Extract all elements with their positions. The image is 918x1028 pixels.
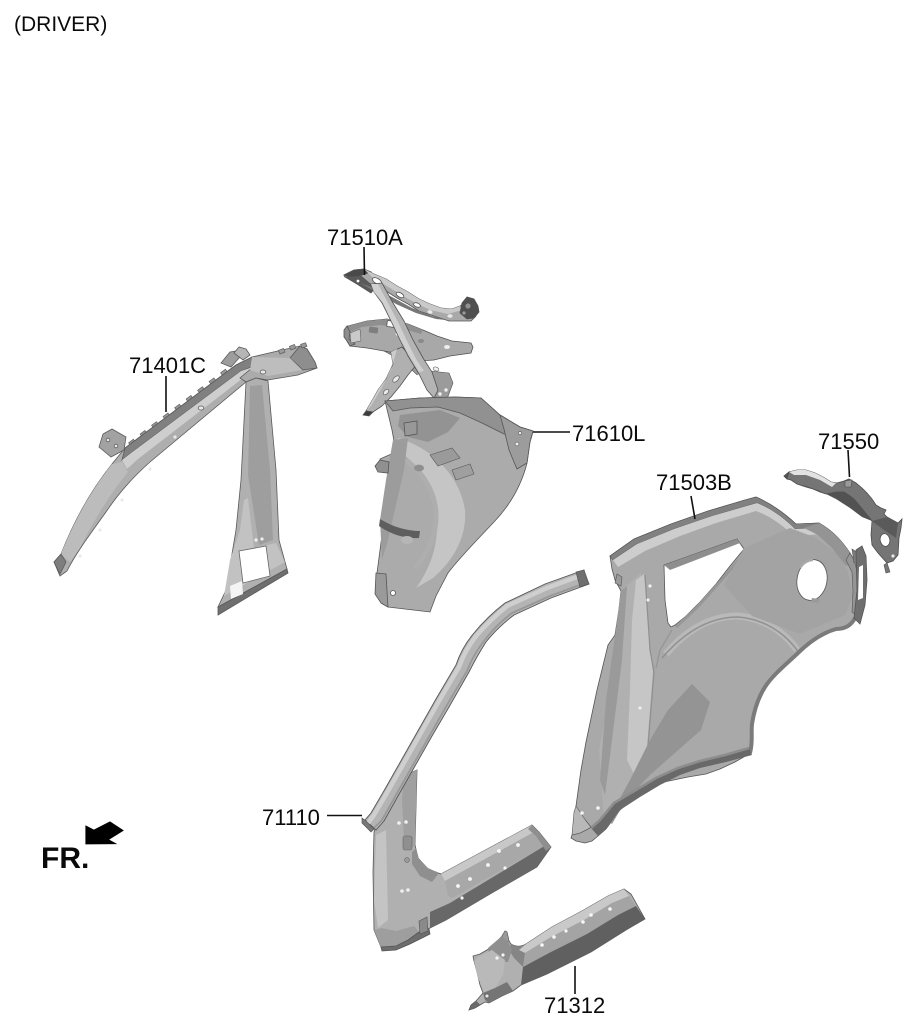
svg-text:71312: 71312 [544, 993, 605, 1018]
svg-text:(DRIVER): (DRIVER) [14, 13, 107, 36]
svg-text:71110: 71110 [262, 805, 320, 830]
svg-text:71510A: 71510A [327, 225, 403, 250]
svg-text:71401C: 71401C [129, 353, 206, 378]
svg-text:71550: 71550 [818, 429, 879, 454]
svg-text:71503B: 71503B [656, 470, 732, 495]
svg-text:FR.: FR. [41, 842, 89, 875]
svg-text:71610L: 71610L [572, 421, 645, 446]
